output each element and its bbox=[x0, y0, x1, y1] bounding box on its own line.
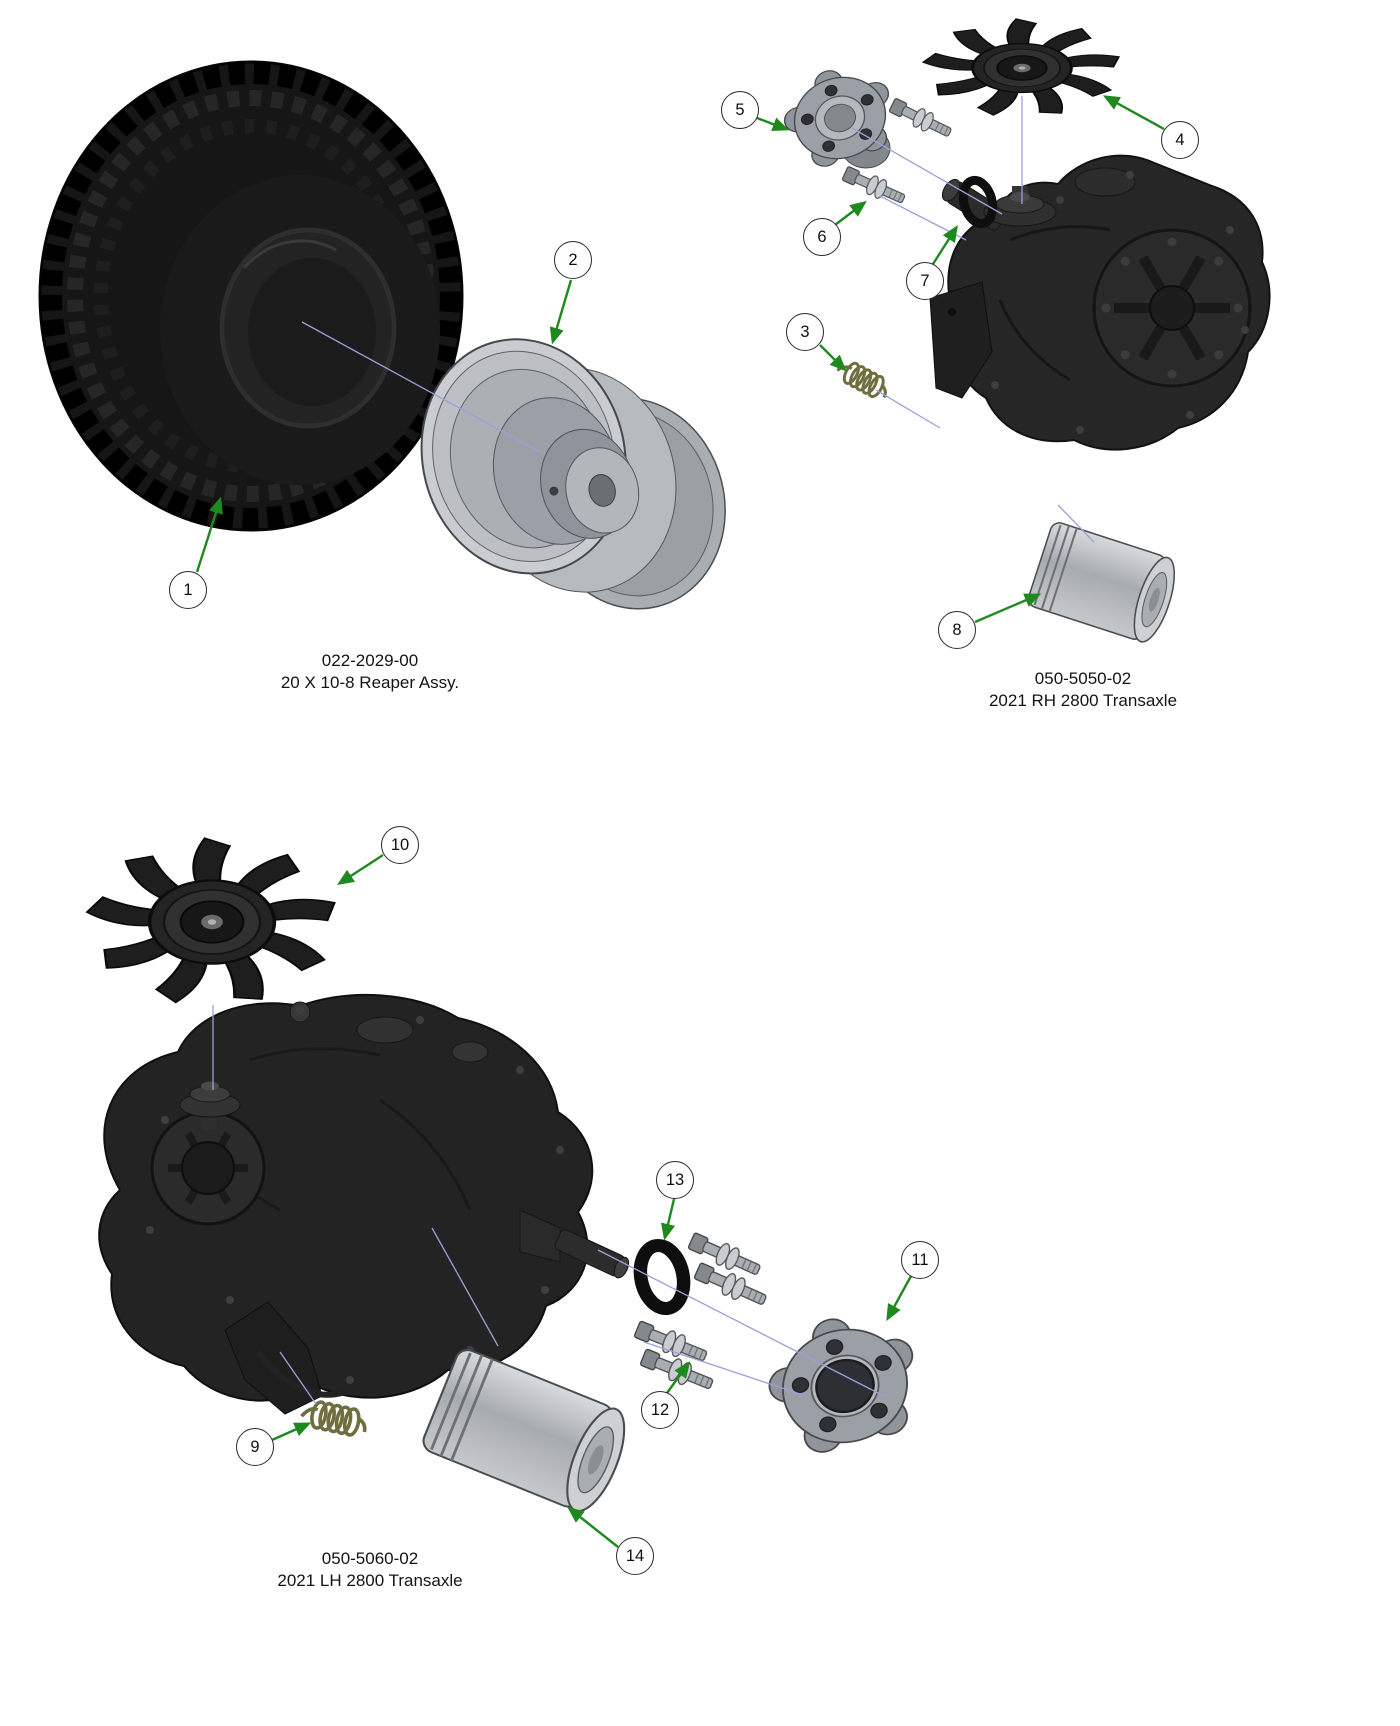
rh-transaxle-illustration bbox=[929, 154, 1271, 451]
spring-rh-illustration bbox=[832, 355, 894, 404]
callout-7: 7 bbox=[906, 262, 944, 300]
assembly-label-rh-transaxle: 050-5050-02 2021 RH 2800 Transaxle bbox=[883, 668, 1283, 712]
wheel-rim-illustration bbox=[420, 338, 726, 610]
callout-13: 13 bbox=[656, 1161, 694, 1199]
part-number: 050-5060-02 bbox=[321, 1549, 419, 1568]
callout-3: 3 bbox=[786, 313, 824, 351]
part-number: 022-2029-00 bbox=[321, 651, 419, 670]
lh-transaxle-illustration bbox=[98, 993, 630, 1415]
assembly-leader-lines bbox=[212, 96, 1095, 1405]
callout-5: 5 bbox=[721, 91, 759, 129]
fan-lh-illustration bbox=[83, 835, 337, 1006]
callout-11: 11 bbox=[901, 1241, 939, 1279]
part-name: 2021 RH 2800 Transaxle bbox=[988, 691, 1178, 710]
part-name: 20 X 10-8 Reaper Assy. bbox=[280, 673, 460, 692]
callout-4: 4 bbox=[1161, 121, 1199, 159]
part-number: 050-5050-02 bbox=[1034, 669, 1132, 688]
tire-illustration bbox=[38, 60, 464, 532]
seal-washer-lh-illustration bbox=[635, 1241, 689, 1312]
callout-12: 12 bbox=[641, 1391, 679, 1429]
part-name: 2021 LH 2800 Transaxle bbox=[277, 1571, 463, 1590]
callout-14: 14 bbox=[616, 1537, 654, 1575]
hub-lh-illustration bbox=[755, 1300, 932, 1463]
hub-rh-illustration bbox=[772, 54, 905, 176]
callout-8: 8 bbox=[938, 611, 976, 649]
callout-1: 1 bbox=[169, 571, 207, 609]
callout-arrows bbox=[195, 95, 1165, 1548]
oil-filter-rh-illustration bbox=[1025, 519, 1184, 648]
callout-10: 10 bbox=[381, 826, 419, 864]
callout-6: 6 bbox=[803, 218, 841, 256]
assembly-label-reaper: 022-2029-00 20 X 10-8 Reaper Assy. bbox=[170, 650, 570, 694]
callout-9: 9 bbox=[236, 1428, 274, 1466]
callout-2: 2 bbox=[554, 241, 592, 279]
fan-rh-illustration bbox=[920, 17, 1121, 118]
assembly-label-lh-transaxle: 050-5060-02 2021 LH 2800 Transaxle bbox=[170, 1548, 570, 1592]
spring-lh-illustration bbox=[297, 1396, 371, 1440]
oil-filter-lh-illustration bbox=[418, 1344, 638, 1520]
bolts-lh-illustration bbox=[632, 1229, 770, 1396]
